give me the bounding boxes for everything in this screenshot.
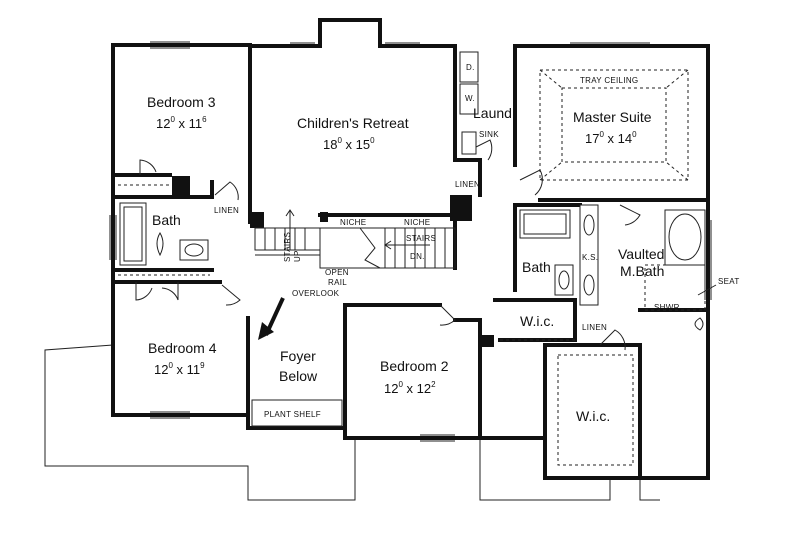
wic-1-label: W.i.c. [520,313,554,329]
bath-left-fixtures [119,202,209,266]
structural-posts [172,176,494,347]
seat-label: SEAT [718,277,740,286]
niche-1-label: NICHE [340,218,366,227]
overlook-label: OVERLOOK [292,289,340,298]
closet-rods [118,184,634,466]
shower-label: SHWR. [654,303,682,312]
linen-hall-label: LINEN [455,180,480,189]
childrens-retreat-dimensions: 180 x 150 [323,136,375,152]
sink-label: SINK [479,130,499,139]
master-suite-dimensions: 170 x 140 [585,130,637,146]
open-rail-label-line2: RAIL [328,278,347,287]
bath-mid-label: Bath [522,259,551,275]
foyer-label-line1: Foyer [280,348,316,364]
stairs-up-label: STAIRS [283,232,292,262]
laundry-fixtures [459,51,479,155]
tray-ceiling-label: TRAY CEILING [580,76,638,85]
bedroom3-dimensions: 120 x 116 [156,115,207,131]
exterior-outline [44,344,660,501]
vaulted-label-line1: Vaulted [618,246,664,262]
doors [135,139,641,351]
laundry-label: Laund. [473,105,516,121]
foyer-label-line2: Below [279,368,318,384]
stairs-up-direction: UP [293,250,302,262]
vaulted-label-line2: M.Bath [620,263,664,279]
open-rail-label-line1: OPEN [325,268,349,277]
bath-mid-fixtures [519,209,574,296]
bedroom3-name: Bedroom 3 [147,94,216,110]
dryer-label: D. [466,63,475,72]
stairs [254,209,456,269]
walls [111,18,710,480]
plant-shelf [251,399,343,427]
wic-2-label: W.i.c. [576,408,610,424]
tray-ceiling [539,69,689,181]
master-bath-fixtures [579,204,706,331]
kneespace-label: K.S. [582,253,598,262]
bedroom2-name: Bedroom 2 [380,358,449,374]
linen-bath3-label: LINEN [214,206,239,215]
seat-leader-line [697,284,717,296]
bath-left-label: Bath [152,212,181,228]
plant-shelf-label: PLANT SHELF [264,410,321,419]
stairs-down-direction: DN. [410,252,425,261]
stairs-down-label: STAIRS [406,234,436,243]
linen-master-label: LINEN [582,323,607,332]
bedroom4-name: Bedroom 4 [148,340,217,356]
washer-label: W. [465,94,475,103]
bedroom4-dimensions: 120 x 119 [154,361,205,377]
master-suite-name: Master Suite [573,109,652,125]
niche-2-label: NICHE [404,218,430,227]
childrens-retreat-name: Children's Retreat [297,115,409,131]
bedroom2-dimensions: 120 x 122 [384,380,436,396]
overlook-arrow [258,297,285,340]
